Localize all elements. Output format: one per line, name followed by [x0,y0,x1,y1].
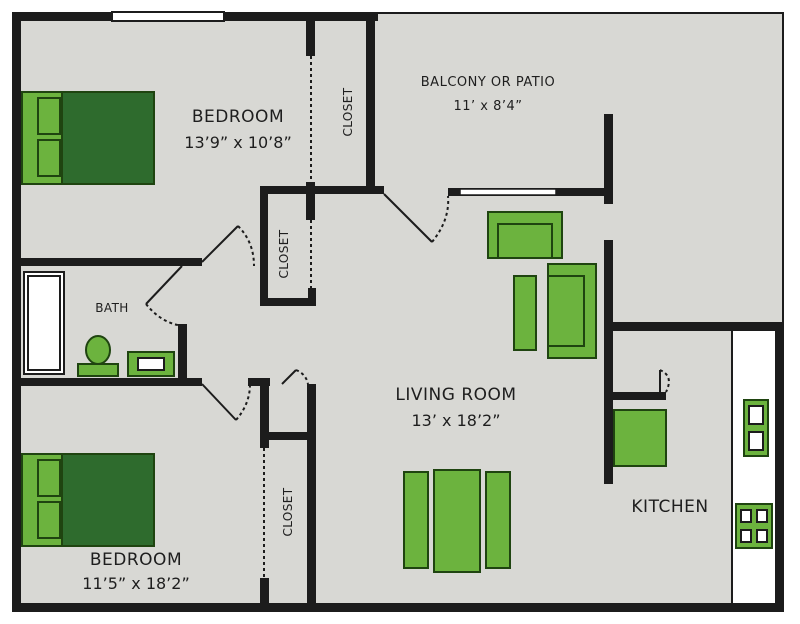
wall [604,240,613,484]
bedroom-1-name: BEDROOM [192,107,284,127]
closet-1-name: CLOSET [341,87,355,136]
wall [372,186,384,194]
door-swing [431,195,450,243]
wall [606,322,784,331]
wall [260,298,316,306]
sink-basin [748,405,764,425]
bed-1 [21,91,155,185]
wall [366,12,375,190]
wall [260,578,269,612]
wall [604,114,613,204]
pillow [37,97,61,135]
wall [12,12,112,21]
pillow [37,501,61,539]
toilet [85,335,111,365]
wall [307,384,316,612]
toilet-tank [77,363,119,377]
bedroom-2-dims: 11’5” x 18’2” [82,574,189,593]
wall [224,12,378,21]
wall [260,432,316,440]
bath-name: BATH [95,301,128,315]
burner [740,509,752,523]
door-leaf [281,369,297,385]
wall [260,186,268,306]
wall [12,603,784,612]
wall [604,392,666,400]
door-leaf [201,225,239,263]
wall [260,378,269,448]
balcony-rail [782,12,784,324]
kitchen-counter [731,329,777,605]
door-swing [295,369,309,385]
bathtub-inner [27,275,61,371]
door-swing [659,369,670,393]
bedroom-2-name: BEDROOM [90,550,182,570]
door-leaf [201,383,237,421]
wall [248,378,270,386]
walls [12,11,784,612]
armchair-seat [497,223,553,259]
door-leaf [145,265,183,305]
kitchen-name: KITCHEN [631,497,708,517]
wall [178,324,187,386]
balcony-name: BALCONY OR PATIO [421,75,555,90]
closet-3-name: CLOSET [281,487,295,536]
bath-fixtures [23,271,175,377]
living-room-name: LIVING ROOM [395,385,516,405]
window [111,11,225,22]
refrigerator [613,409,667,467]
kitchen-appliances [613,399,773,549]
wall [12,258,202,266]
pillow [37,139,61,177]
wall [775,322,784,612]
wall [306,12,315,56]
doors [145,56,670,578]
wall [306,182,315,220]
dining-bench [485,471,511,569]
burner [756,529,768,543]
bed-2 [21,453,155,547]
labels: BEDROOM 13’9” x 10’8” BALCONY OR PATIO 1… [82,75,708,593]
balcony-rail [376,12,784,14]
wall [260,186,382,194]
dining-table [433,469,481,573]
burner [756,509,768,523]
burner [740,529,752,543]
closet-2-name: CLOSET [277,229,291,278]
sink-basin [137,357,165,371]
balcony-dims: 11’ x 8’4” [453,99,522,114]
wall [308,288,316,306]
door-leaf [383,193,433,243]
living-furniture [403,211,597,573]
sink-basin [748,431,764,451]
pillow [37,459,61,497]
coffee-table [513,275,537,351]
sliding-door [459,188,557,196]
bedroom-1-dims: 13’9” x 10’8” [184,133,291,152]
dining-bench [403,471,429,569]
wall [12,12,21,612]
door-swing [235,383,251,421]
wall [12,378,202,386]
sofa-seat [547,275,585,347]
living-room-dims: 13’ x 18’2” [412,411,501,430]
